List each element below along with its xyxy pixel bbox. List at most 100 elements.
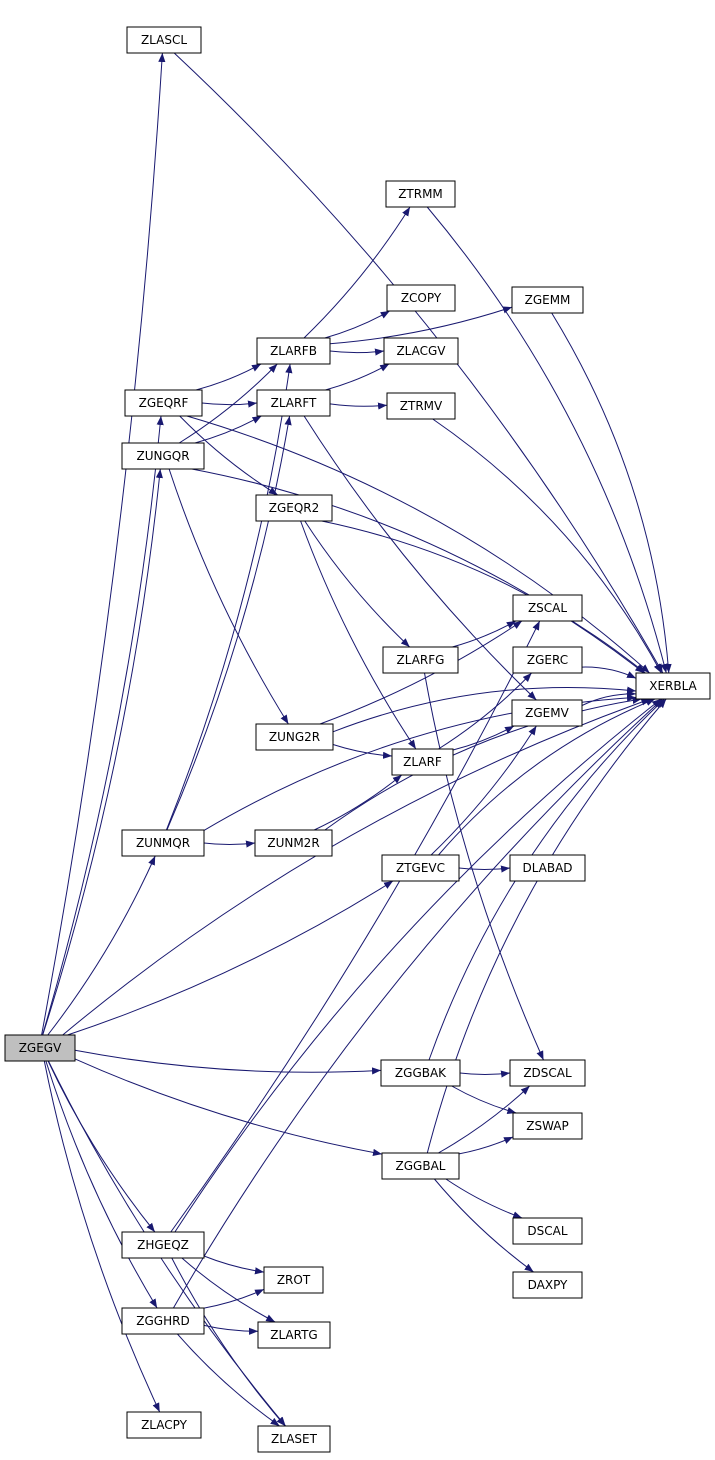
node-dscal[interactable]: DSCAL bbox=[512, 1217, 583, 1245]
node-label: DSCAL bbox=[527, 1224, 567, 1238]
node-box bbox=[121, 442, 205, 470]
node-box bbox=[255, 723, 334, 751]
node-zlarft[interactable]: ZLARFT bbox=[256, 389, 331, 417]
edge-zlarfg-zscal bbox=[452, 620, 517, 648]
edge-zggbak-zdscal bbox=[459, 1070, 511, 1078]
edge-zunm2r-zlarf bbox=[313, 774, 403, 831]
edge-zgegv-zgghrd bbox=[45, 1060, 158, 1309]
edge-ztrmv-xerbla bbox=[432, 418, 662, 674]
node-box bbox=[386, 284, 456, 312]
edge-zggbal-dscal bbox=[445, 1178, 523, 1219]
node-box bbox=[509, 1059, 586, 1087]
node-xerbla[interactable]: XERBLA bbox=[635, 672, 711, 700]
node-zlarf[interactable]: ZLARF bbox=[391, 748, 454, 776]
edge-ztgevc-xerbla bbox=[438, 698, 656, 856]
edge-zhgeqz-zscal bbox=[170, 620, 541, 1233]
node-zgghrd[interactable]: ZGGHRD bbox=[121, 1307, 205, 1335]
edge-zung2r-zscal bbox=[319, 620, 523, 725]
node-box bbox=[381, 854, 460, 882]
edge-zungqr-xerbla bbox=[191, 468, 645, 674]
node-label: ZSCAL bbox=[528, 601, 567, 615]
node-box bbox=[512, 1271, 583, 1299]
node-zggbak[interactable]: ZGGBAK bbox=[380, 1059, 461, 1087]
node-zggbal[interactable]: ZGGBAL bbox=[381, 1152, 460, 1180]
node-zgegv[interactable]: ZGEGV bbox=[4, 1034, 76, 1062]
edge-zgegv-zlascl bbox=[41, 52, 166, 1036]
node-ztgevc[interactable]: ZTGEVC bbox=[381, 854, 460, 882]
edge-zgghrd-zlartg bbox=[203, 1324, 259, 1335]
nodes: ZGEGV ZLASCL ZGEQRF ZUNGQR ZUNMQR ZHGEQZ ZGGHR… bbox=[4, 26, 711, 1453]
node-label: DLABAD bbox=[522, 861, 572, 875]
node-zgemm[interactable]: ZGEMM bbox=[511, 286, 584, 314]
node-zlascl[interactable]: ZLASCL bbox=[126, 26, 202, 54]
node-box bbox=[4, 1034, 76, 1062]
node-zgeqrf[interactable]: ZGEQRF bbox=[124, 389, 203, 417]
node-zscal[interactable]: ZSCAL bbox=[512, 594, 583, 622]
node-label: DAXPY bbox=[528, 1278, 568, 1292]
node-zlacpy[interactable]: ZLACPY bbox=[126, 1411, 202, 1439]
edge-zgegv-zlacpy bbox=[43, 1060, 161, 1413]
edge-zgeqrf-zgeqr2 bbox=[179, 415, 279, 496]
node-box bbox=[257, 1425, 331, 1453]
node-zungqr[interactable]: ZUNGQR bbox=[121, 442, 205, 470]
edge-zgerc-xerbla bbox=[581, 666, 637, 679]
node-zrot[interactable]: ZROT bbox=[263, 1266, 324, 1294]
edge-zhgeqz-zlaset bbox=[171, 1257, 286, 1427]
node-box bbox=[391, 748, 454, 776]
node-zlacgv[interactable]: ZLACGV bbox=[383, 337, 459, 365]
node-label: ZGGBAL bbox=[396, 1159, 446, 1173]
edge-ztgevc-dlabad bbox=[458, 865, 511, 873]
edge-zgghrd-zrot bbox=[203, 1288, 265, 1309]
node-box bbox=[511, 286, 584, 314]
node-label: ZUNGQR bbox=[136, 449, 189, 463]
node-label: ZTRMV bbox=[400, 399, 443, 413]
node-zhgeqz[interactable]: ZHGEQZ bbox=[121, 1231, 205, 1259]
node-label: ZLARFT bbox=[271, 396, 317, 410]
edge-zungqr-zung2r bbox=[168, 468, 289, 725]
edge-zgeqrf-zlarfb bbox=[195, 363, 262, 391]
node-box bbox=[121, 829, 205, 857]
node-label: ZTGEVC bbox=[396, 861, 445, 875]
edge-zhgeqz-zrot bbox=[203, 1255, 265, 1275]
edge-zgegv-xerbla bbox=[62, 698, 651, 1036]
edge-zgegv-zungqr bbox=[42, 468, 163, 1036]
node-zung2r[interactable]: ZUNG2R bbox=[255, 723, 334, 751]
node-box bbox=[381, 1152, 460, 1180]
node-zunmqr[interactable]: ZUNMQR bbox=[121, 829, 205, 857]
node-zlarfg[interactable]: ZLARFG bbox=[382, 646, 459, 674]
node-label: ZHGEQZ bbox=[137, 1238, 189, 1252]
node-label: ZGEQRF bbox=[139, 396, 189, 410]
node-ztrmm[interactable]: ZTRMM bbox=[385, 180, 456, 208]
node-zswap[interactable]: ZSWAP bbox=[512, 1112, 583, 1140]
node-zlarfb[interactable]: ZLARFB bbox=[256, 337, 331, 365]
edge-zggbak-zswap bbox=[451, 1085, 517, 1115]
node-box bbox=[635, 672, 711, 700]
edge-zgegv-zggbak bbox=[74, 1049, 382, 1075]
node-box bbox=[254, 829, 333, 857]
node-zdscal[interactable]: ZDSCAL bbox=[509, 1059, 586, 1087]
node-zlaset[interactable]: ZLASET bbox=[257, 1425, 331, 1453]
node-zgeqr2[interactable]: ZGEQR2 bbox=[255, 494, 333, 522]
node-zgemv[interactable]: ZGEMV bbox=[511, 699, 583, 727]
node-daxpy[interactable]: DAXPY bbox=[512, 1271, 583, 1299]
edge-zgghrd-zlaset bbox=[177, 1333, 280, 1427]
node-label: ZLARTG bbox=[270, 1328, 317, 1342]
node-box bbox=[511, 699, 583, 727]
edge-zggbal-zswap bbox=[458, 1136, 514, 1155]
node-box bbox=[121, 1231, 205, 1259]
node-dlabad[interactable]: DLABAD bbox=[509, 854, 586, 882]
node-box bbox=[385, 180, 456, 208]
edge-zgeqrf-xerbla bbox=[186, 415, 650, 674]
edge-zlarf-zgerc bbox=[438, 672, 532, 750]
edge-zunmqr-zunm2r bbox=[203, 840, 256, 848]
edge-zung2r-zlarf bbox=[332, 744, 393, 759]
node-label: ZUNMQR bbox=[136, 836, 190, 850]
node-label: ZDSCAL bbox=[523, 1066, 572, 1080]
node-zgerc[interactable]: ZGERC bbox=[512, 646, 583, 674]
node-zunm2r[interactable]: ZUNM2R bbox=[254, 829, 333, 857]
node-ztrmv[interactable]: ZTRMV bbox=[386, 392, 456, 420]
node-zcopy[interactable]: ZCOPY bbox=[386, 284, 456, 312]
node-box bbox=[126, 26, 202, 54]
node-zlartg[interactable]: ZLARTG bbox=[257, 1321, 331, 1349]
edge-zunmqr-zlarft bbox=[166, 415, 292, 831]
